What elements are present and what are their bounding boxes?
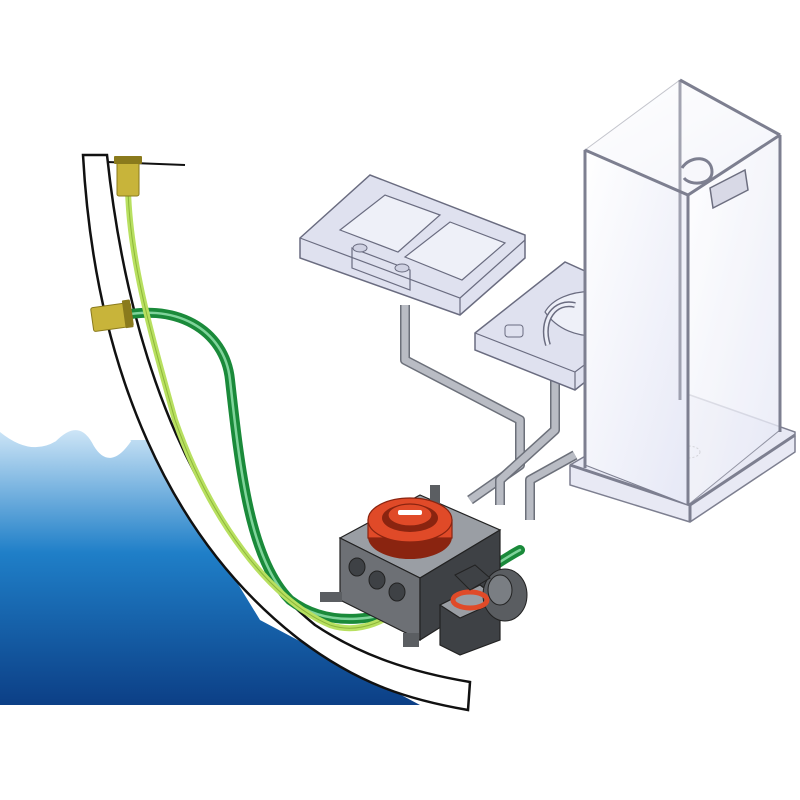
drain-pipes — [400, 305, 578, 520]
inspection-lid — [367, 497, 453, 559]
sink-tap — [394, 263, 410, 273]
sea — [0, 428, 420, 705]
upper-through-hull — [90, 299, 134, 332]
sump-outlet-port — [368, 570, 386, 590]
drain-pump — [438, 564, 528, 656]
shower-cubicle — [569, 78, 796, 523]
shower-head — [680, 157, 714, 185]
vent-hose-edge — [127, 189, 411, 629]
sea-waves — [0, 427, 132, 458]
sump-outlet-port — [388, 582, 406, 602]
hull — [81, 153, 472, 712]
double-sink — [299, 174, 526, 316]
sump-outlet-port — [348, 557, 366, 577]
vent-through-hull — [114, 156, 142, 197]
sink-tap — [352, 243, 368, 253]
soap-shelf — [709, 168, 749, 210]
pump-red-ring — [450, 589, 490, 611]
